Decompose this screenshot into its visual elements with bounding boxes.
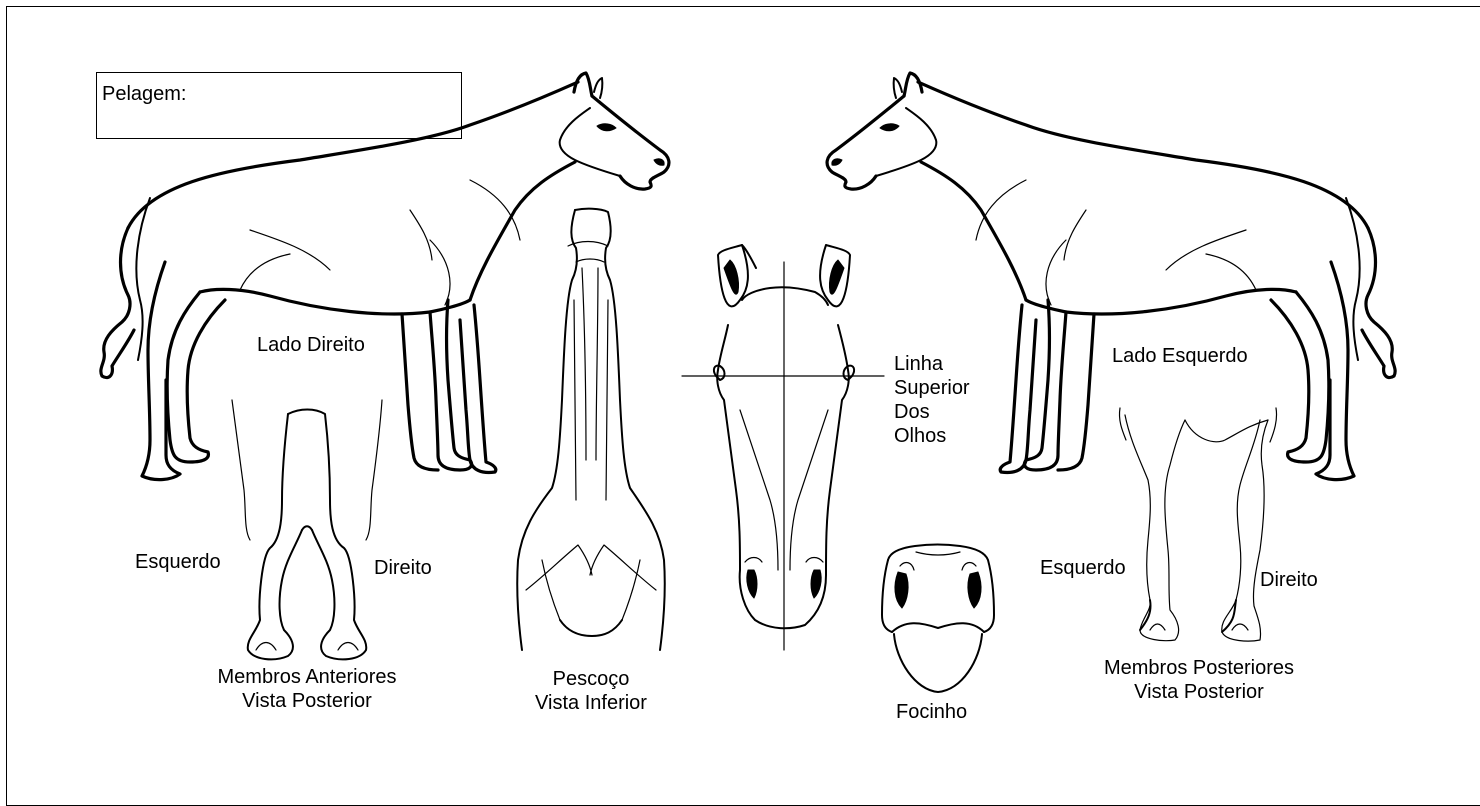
right-side-label: Lado Direito: [257, 333, 365, 357]
muzzle-label: Focinho: [896, 700, 967, 724]
eye-line-label-line2: Superior: [894, 376, 970, 400]
hindlimbs-title: Membros Posteriores Vista Posterior: [1084, 656, 1314, 704]
forelimbs-rear-view-outline: [232, 400, 382, 659]
forelimbs-left-label: Esquerdo: [135, 550, 221, 574]
coat-input[interactable]: [207, 81, 451, 109]
forelimbs-title-line1: Membros Anteriores: [198, 665, 416, 689]
coat-field-box[interactable]: Pelagem:: [96, 72, 462, 139]
head-front-view-outline: [682, 245, 884, 650]
forelimbs-title-line2: Vista Posterior: [198, 689, 416, 713]
neck-ventral-view-outline: [517, 209, 665, 650]
hindlimbs-right-label: Direito: [1260, 568, 1318, 592]
eye-line-label-line4: Olhos: [894, 424, 970, 448]
neck-title-line1: Pescoço: [517, 667, 665, 691]
hindlimbs-rear-view-outline: [1119, 408, 1276, 641]
hindlimbs-title-line2: Vista Posterior: [1084, 680, 1314, 704]
left-side-label: Lado Esquerdo: [1112, 344, 1248, 368]
forelimbs-right-label: Direito: [374, 556, 432, 580]
neck-title-line2: Vista Inferior: [517, 691, 665, 715]
hindlimbs-title-line1: Membros Posteriores: [1084, 656, 1314, 680]
coat-label: Pelagem:: [102, 82, 187, 106]
neck-title: Pescoço Vista Inferior: [517, 667, 665, 715]
eye-line-label: Linha Superior Dos Olhos: [894, 352, 970, 448]
forelimbs-title: Membros Anteriores Vista Posterior: [198, 665, 416, 713]
muzzle-front-view-outline: [882, 545, 994, 693]
hindlimbs-left-label: Esquerdo: [1040, 556, 1126, 580]
eye-line-label-line1: Linha: [894, 352, 970, 376]
eye-line-label-line3: Dos: [894, 400, 970, 424]
